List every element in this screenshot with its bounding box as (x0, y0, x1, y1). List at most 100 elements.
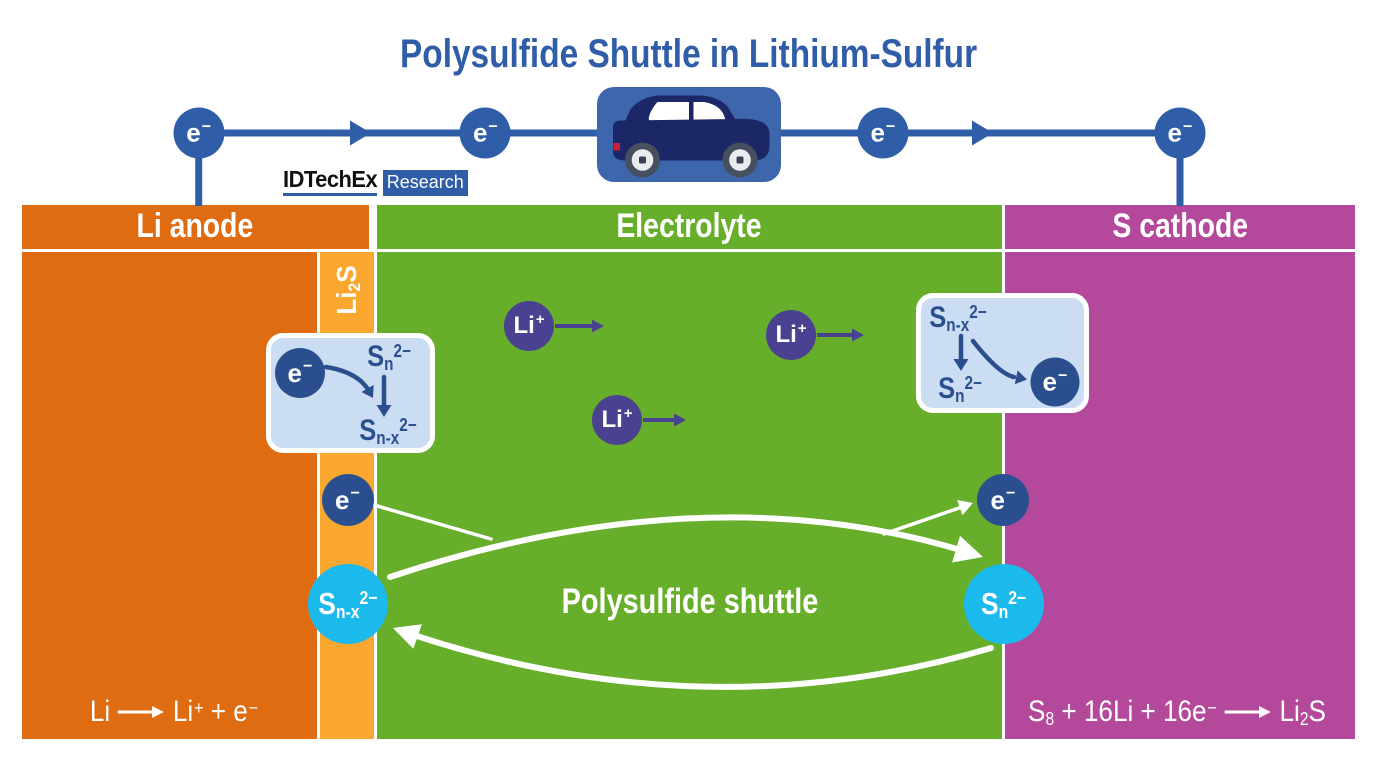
wire-arrow-icon (350, 120, 371, 146)
cathode-header-label: S cathode (1111, 207, 1248, 246)
logo-underline (283, 192, 377, 196)
electrolyte-header: Electrolyte (376, 205, 1002, 249)
formula-sup: 2− (969, 302, 987, 322)
wire-arrow-icon (972, 120, 993, 146)
anode-region (22, 252, 317, 739)
superscript: + (535, 312, 545, 329)
formula-sub: n-x (376, 427, 400, 448)
formula-sub: 2 (344, 282, 364, 292)
species-snx: Sn-x2− (359, 414, 416, 448)
polysulfide-snx: Sn-x2− (307, 563, 388, 644)
formula-base: S (359, 414, 377, 447)
equation-side: S8 + 16Li + 16e− (1028, 695, 1217, 729)
formula-base: S (980, 585, 999, 621)
equation-part: S (1308, 695, 1326, 728)
formula-sub: n (998, 600, 1009, 622)
lithium-symbol: Li (775, 321, 797, 348)
electrolyte-region (376, 252, 1002, 739)
superscript: + (194, 696, 204, 718)
electron-symbol: e (1167, 117, 1183, 148)
shuttle-label: Polysulfide shuttle (561, 582, 819, 621)
superscript: − (350, 484, 360, 503)
title-text: Polysulfide Shuttle in Lithium-Sulfur (400, 32, 978, 76)
lithium-ion: Li+ (766, 310, 816, 360)
lithium-ion: Li+ (592, 395, 642, 445)
formula-sub: n-x (335, 600, 360, 622)
superscript: − (1058, 366, 1068, 385)
species-sn: Sn2− (938, 372, 982, 406)
circle-label: Sn-x2− (318, 586, 377, 622)
formula-sup: 2− (964, 373, 982, 393)
electron-node: e− (173, 107, 225, 159)
electron-symbol: e (990, 484, 1006, 515)
li2s-tail: S (330, 265, 362, 283)
li2s-base: Li (330, 291, 362, 315)
electron-symbol: e (335, 484, 350, 515)
electron-node: e− (321, 474, 374, 526)
cathode-equation: S8 + 16Li + 16e− Li2S (1028, 695, 1326, 729)
cathode-header: S cathode (1004, 205, 1355, 249)
superscript: − (201, 117, 212, 136)
electron-node: e− (1154, 107, 1206, 159)
electron-node: e− (275, 348, 325, 398)
equation-part: + e (203, 695, 248, 728)
formula-sup: 2− (399, 415, 417, 435)
equation-side: Li2S (1280, 695, 1326, 729)
formula-sub: n-x (946, 314, 970, 335)
equation-part: + 16Li + 16e (1054, 695, 1207, 728)
equation-arrow-icon (1224, 706, 1271, 718)
formula-base: S (317, 585, 336, 621)
formula-sub: 8 (1045, 708, 1055, 729)
electron-symbol: e (870, 117, 885, 148)
equation-part: S (1028, 695, 1046, 728)
anode-header: Li anode (22, 205, 369, 249)
superscript: − (488, 117, 498, 136)
superscript: − (1006, 484, 1016, 503)
equation-part: Li (172, 695, 194, 728)
lithium-ion: Li+ (504, 301, 554, 351)
formula-sub: n (955, 385, 965, 406)
electron-node: e− (459, 107, 511, 159)
superscript: − (1183, 117, 1193, 136)
lithium-symbol: Li (601, 406, 623, 433)
species-sn: Sn2− (367, 340, 411, 374)
electron-symbol: e (186, 117, 201, 148)
superscript: − (248, 696, 259, 718)
formula-base: S (367, 340, 385, 373)
formula-sup: 2− (1008, 587, 1027, 609)
anode-header-label: Li anode (136, 207, 254, 246)
superscript: + (797, 321, 807, 338)
formula-sub: 2 (1299, 708, 1309, 729)
electrolyte-header-label: Electrolyte (616, 207, 762, 246)
equation-part: Li (89, 695, 111, 728)
car-icon (597, 87, 781, 182)
equation-side: Li+ + e− (173, 695, 258, 729)
formula-sup: 2− (359, 587, 378, 609)
formula-base: S (938, 372, 956, 405)
page-title: Polysulfide Shuttle in Lithium-Sulfur (0, 32, 1378, 77)
circle-label: Sn2− (981, 586, 1026, 622)
superscript: − (303, 357, 313, 376)
polysulfide-sn: Sn2− (963, 563, 1044, 644)
equation-part: Li (1279, 695, 1300, 728)
electron-symbol: e (287, 357, 303, 388)
electron-node: e− (1030, 357, 1080, 407)
formula-sub: n (384, 353, 394, 374)
electron-node: e− (857, 107, 909, 159)
formula-sup: 2− (393, 341, 411, 361)
car-wheel-icon (625, 142, 660, 178)
species-snx: Sn-x2− (929, 301, 986, 335)
anode-equation: Li Li+ + e− (90, 695, 258, 729)
car-wheel-icon (722, 142, 758, 178)
superscript: + (623, 406, 633, 423)
superscript: − (885, 117, 896, 136)
idtechex-logo: IDTechEx (283, 166, 378, 192)
li2s-label: Li2S (330, 265, 364, 315)
electron-node: e− (977, 474, 1029, 526)
logo-research-tag: Research (383, 169, 468, 196)
formula-base: S (929, 301, 947, 334)
superscript: − (1207, 696, 1217, 718)
electron-symbol: e (472, 117, 488, 148)
equation-arrow-icon (118, 706, 165, 718)
